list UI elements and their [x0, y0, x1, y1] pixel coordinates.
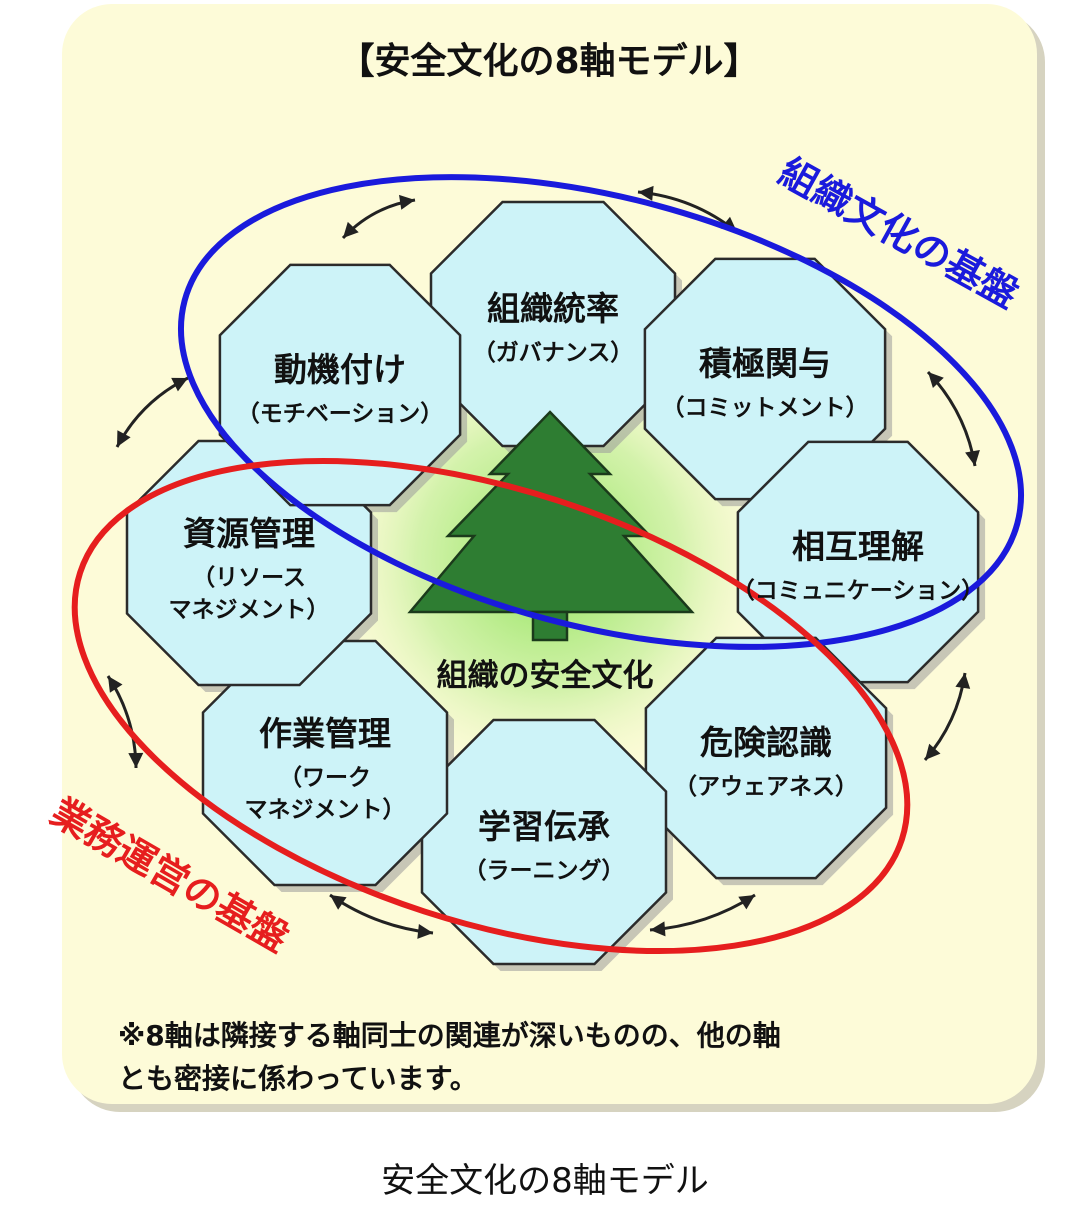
- axis-labels: 組織統率 （ガバナンス） 積極関与 （コミットメント） 相互理解 （コミュニケーション） 危…: [169, 289, 985, 884]
- axis-subtitle-governance: （ガバナンス）: [473, 339, 634, 366]
- axis-title-communication: 相互理解: [792, 527, 924, 566]
- figure-caption: 安全文化の8軸モデル: [381, 1161, 709, 1201]
- operations-ellipse: [71, 458, 911, 954]
- axis-title-learning: 学習伝承: [478, 807, 610, 846]
- axis-subtitle-work-management-1: （ワーク: [279, 764, 371, 791]
- double-arrow-icon: [923, 672, 971, 761]
- center-label: 組織の安全文化: [437, 658, 654, 694]
- relation-arrows: [106, 185, 980, 939]
- axis-subtitle-resource-management-1: （リソース: [192, 564, 306, 591]
- octagon-work-management: [201, 639, 449, 887]
- note-line-1: ※8軸は隣接する軸同士の関連が深いものの、他の軸: [118, 1019, 781, 1052]
- tree-icon: [407, 410, 695, 642]
- axis-title-commitment: 積極関与: [699, 344, 831, 383]
- double-arrow-icon: [649, 893, 756, 937]
- axis-octagons: [125, 200, 980, 966]
- octagon-awareness: [644, 636, 888, 880]
- axis-title-governance: 組織統率: [487, 289, 619, 328]
- axis-subtitle-commitment: （コミットメント）: [662, 394, 869, 421]
- axis-title-work-management: 作業管理: [259, 714, 391, 753]
- axis-subtitle-resource-management-2: マネジメント）: [169, 596, 330, 623]
- double-arrow-icon: [926, 370, 980, 467]
- double-arrow-icon: [329, 893, 434, 939]
- org-culture-ellipse: [178, 174, 1024, 650]
- axis-subtitle-learning: （ラーニング）: [464, 857, 625, 884]
- axis-title-resource-management: 資源管理: [183, 514, 315, 553]
- axis-title-awareness: 危険認識: [700, 723, 832, 762]
- axis-subtitle-awareness: （アウェアネス）: [674, 773, 858, 800]
- axis-subtitle-communication: （コミュニケーション）: [732, 577, 985, 604]
- diagram-title: 【安全文化の8軸モデル】: [338, 40, 759, 82]
- axis-title-motivation: 動機付け: [274, 350, 406, 389]
- axis-subtitle-work-management-2: マネジメント）: [245, 796, 406, 823]
- double-arrow-icon: [106, 675, 144, 769]
- double-arrow-icon: [341, 194, 416, 240]
- octagon-motivation: [218, 263, 462, 507]
- double-arrow-icon: [115, 376, 189, 448]
- axis-subtitle-motivation: （モチベーション）: [237, 400, 444, 427]
- note-line-2: とも密接に係わっています。: [118, 1062, 478, 1095]
